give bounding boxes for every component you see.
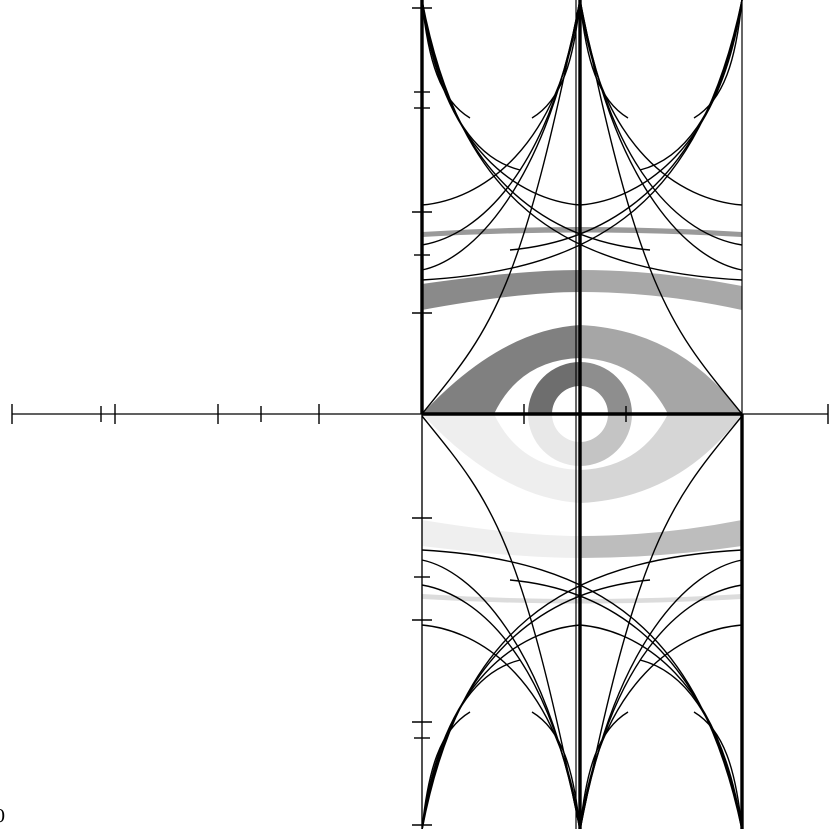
fundamental-domain-outline — [420, 0, 744, 829]
band-bottom-thin — [422, 594, 742, 604]
eye-inner-upper-left — [528, 362, 580, 414]
corner-label: 0 — [0, 806, 5, 827]
band-bottom-thick-left — [422, 520, 580, 558]
upper-bands — [422, 227, 742, 310]
band-top-thick-right — [580, 270, 742, 310]
eye-region — [422, 325, 742, 503]
eye-outer-lower-left — [422, 414, 580, 503]
band-bottom-thick-right — [580, 520, 742, 558]
eye-inner-upper-right — [580, 362, 632, 414]
eye-outer-upper-right — [580, 325, 742, 414]
band-top-thick-left — [422, 270, 580, 310]
band-top-thin — [422, 227, 742, 237]
lower-bands — [422, 520, 742, 604]
eye-inner-lower-left — [528, 414, 580, 466]
lower-geodesics — [421, 415, 743, 829]
eye-outer-upper-left — [422, 325, 580, 414]
horizontal-ticks — [11, 404, 829, 424]
thin-verticals — [421, 0, 743, 829]
eye-outer-lower-right — [580, 414, 742, 503]
upper-geodesics — [421, 0, 743, 415]
eye-inner-lower-right — [580, 414, 632, 466]
